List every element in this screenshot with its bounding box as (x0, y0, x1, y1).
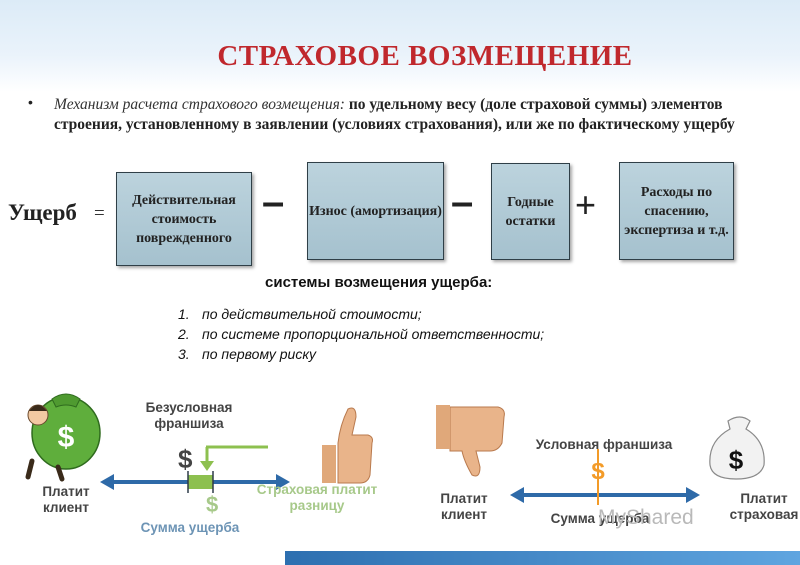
unconditional-deductible-label: Безусловная франшиза (145, 400, 233, 431)
box-expenses: Расходы по спасению, экспертиза и т.д. (619, 162, 734, 260)
list-item: 1.по действительной стоимости; (178, 306, 422, 322)
slide-title: СТРАХОВОЕ ВОЗМЕЩЕНИЕ (217, 40, 633, 72)
money-sack-icon: $ (709, 416, 765, 480)
header-band (0, 0, 800, 92)
bullet-dot: • (28, 94, 33, 110)
box-actual-value: Действительная стоимость поврежденного (116, 172, 252, 266)
box-salvage: Годные остатки (491, 163, 570, 260)
money-bag-icon: $ (25, 393, 101, 482)
operator-minus-2: – (451, 180, 474, 224)
damage-amount-label-left: Сумма ущерба (140, 520, 240, 535)
description-text: Механизм расчета страхового возмещения: … (54, 95, 794, 135)
footer-bar (285, 551, 800, 565)
operator-plus: + (575, 184, 597, 225)
systems-heading: системы возмещения ущерба: (265, 274, 493, 291)
client-pays-label-right: Платит клиент (440, 491, 488, 522)
svg-text:$: $ (729, 445, 744, 475)
watermark-logo: MyShared (598, 506, 694, 529)
dollar-sign-green: $ (206, 492, 219, 517)
description-colon: : (339, 96, 345, 113)
client-pays-label-left: Платит клиент (42, 484, 90, 515)
formula-lhs: Ущерб (8, 200, 77, 225)
insurer-pays-difference-label: Страховая платит разницу (256, 482, 378, 513)
box-depreciation: Износ (амортизация) (307, 162, 444, 260)
insurer-pays-label: Платит страховая (729, 491, 799, 522)
operator-minus-1: – (262, 180, 285, 224)
dollar-sign-dark: $ (178, 444, 193, 474)
svg-text:$: $ (58, 421, 75, 454)
unconditional-diagram: $ (25, 393, 373, 493)
conditional-deductible-label: Условная франшиза (535, 437, 673, 452)
formula-equals: = (94, 203, 105, 224)
description-rest: по удельному весу (доле страховой суммы)… (54, 96, 735, 133)
damage-amount-label-right: Сумма ущерба (550, 511, 650, 526)
dollar-sign-orange: $ (591, 458, 605, 485)
thumbs-down-icon (436, 405, 505, 477)
list-item: 3.по первому риску (178, 346, 316, 362)
list-item: 2.по системе пропорциональной ответствен… (178, 326, 545, 342)
conditional-diagram: $ $ (436, 405, 765, 505)
description-italic: Механизм расчета страхового возмещения (54, 96, 340, 113)
thumbs-up-icon (322, 407, 373, 484)
systems-list: 1.по действительной стоимости; 2.по сист… (178, 304, 544, 364)
